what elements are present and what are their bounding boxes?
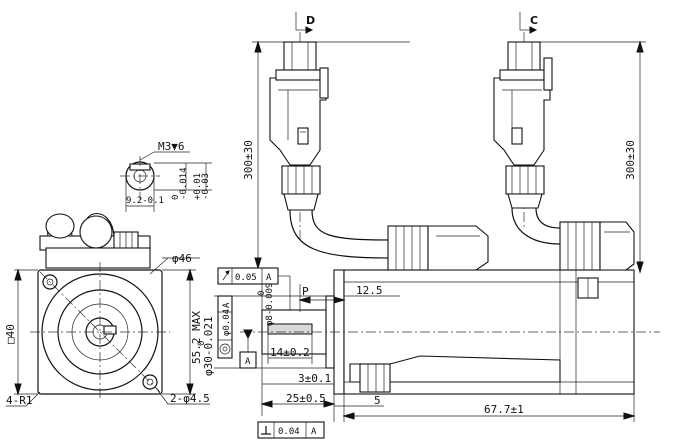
runout-icon [225,270,230,275]
concentric-icon [219,343,231,355]
key-width-tol-lower: -0.014 [179,167,189,200]
side-dimensions: P 12.5 φ8-0.009 0 φ30-0.021 0 14±0.2 3±0… [197,280,636,422]
tol-perp-value: 0.04 [278,427,300,437]
body-max-label: 55.2 MAX [190,311,203,364]
dim-5-label: 5 [374,394,381,407]
key-h-tol-upper: +0.01 [193,173,203,200]
tol-runout-ref: A [222,302,232,308]
flange-square-label: □40 [4,324,17,344]
cable-length-right-label: 300±30 [624,140,637,180]
corner-radius-label: 4-R1 [6,394,33,407]
thread-spec-label: M3▼6 [158,140,185,153]
key-width-tol-upper: 0 [171,195,181,200]
connector-c: C [493,12,561,245]
shaft-diameter-label: φ8-0.009 [265,283,275,326]
gdt-perpendicular-frame: 0.04 A [257,421,325,439]
tol-parallel-value: 0.05 [235,273,257,283]
shaft-tol-upper: 0 [257,291,267,296]
datum-icon [243,329,253,340]
dim-body-len-label: 67.7±1 [484,403,524,416]
tol-runout-value: φ0.04 [222,309,232,336]
mount-holes-label: 2-φ4.5 [170,392,210,405]
perpendicular-icon [261,426,271,435]
gdt-parallel-frame: 0.05 A [217,267,291,310]
key-depth-label: 9.2-0.1 [126,196,164,206]
dim-3-label: 3±0.1 [298,372,331,385]
datum-a-marker: A [239,329,257,369]
dim-key-len-label: 14±0.2 [270,346,310,359]
gdt-concentric-frame: φ0.04 A [217,295,233,359]
cable-dimension-left: 300±30 [242,40,410,270]
connector-d-label: D [306,14,315,27]
side-view [240,221,660,395]
dim-p-label: P [302,285,309,298]
connector-d: D [269,12,391,259]
front-view: □40 φ46 55.2 MAX 4-R1 2-φ4.5 [4,212,210,407]
cable-dimension-right: 300±30 [540,40,646,274]
bolt-circle-label: φ46 [172,252,192,265]
key-h-tol-lower: -0.03 [201,173,211,200]
cable-length-left-label: 300±30 [242,140,255,180]
shaft-key-detail: M3▼6 9.2-0.1 0 -0.014 +0.01 -0.03 [120,140,212,212]
pilot-diameter-label: φ30-0.021 [202,316,215,376]
dim-12-5-label: 12.5 [356,284,383,297]
datum-a-label: A [245,357,251,367]
tol-perp-ref: A [311,427,317,437]
pilot-tol-upper: 0 [197,341,207,346]
dim-25-label: 25±0.5 [286,392,326,405]
connector-c-label: C [530,14,538,27]
tol-parallel-ref: A [266,273,272,283]
